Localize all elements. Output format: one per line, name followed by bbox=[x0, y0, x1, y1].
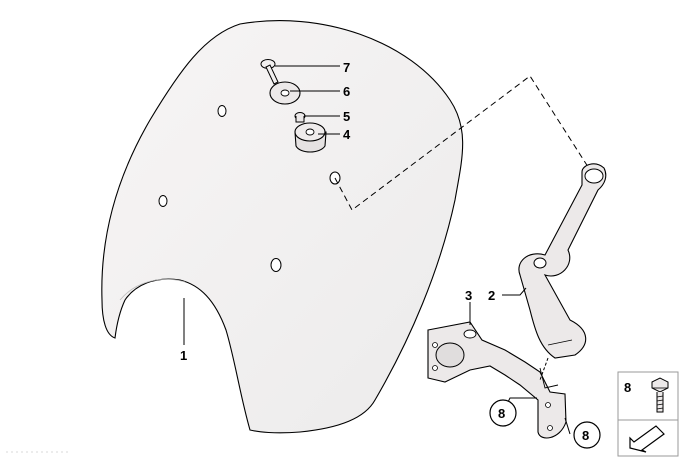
windshield bbox=[101, 20, 464, 434]
callout-7: 7 bbox=[343, 60, 350, 75]
callout-8-circle: 8 bbox=[573, 421, 601, 449]
legend-arrow-box bbox=[617, 419, 679, 457]
callout-6: 6 bbox=[343, 84, 350, 99]
legend-box: 8 bbox=[617, 371, 679, 421]
spacer-part bbox=[294, 112, 306, 123]
callout-8-b: 8 bbox=[582, 428, 589, 443]
callout-8-circle: 8 bbox=[489, 399, 517, 427]
callout-4: 4 bbox=[343, 127, 351, 142]
callout-3: 3 bbox=[465, 288, 472, 303]
bracket-part bbox=[427, 321, 567, 439]
washer-part bbox=[269, 81, 301, 105]
callout-1: 1 bbox=[180, 348, 187, 363]
callout-5: 5 bbox=[343, 109, 350, 124]
windshield-edge-highlight bbox=[119, 278, 186, 301]
arrow-icon bbox=[629, 425, 665, 453]
legend-number-8: 8 bbox=[624, 380, 631, 395]
mounting-hole bbox=[270, 258, 282, 272]
bolt-icon bbox=[651, 377, 669, 413]
callout-2: 2 bbox=[488, 288, 495, 303]
leader-lines bbox=[183, 65, 571, 435]
holder-arm-part bbox=[518, 163, 607, 359]
mounting-hole bbox=[158, 195, 168, 207]
screw-part bbox=[260, 59, 279, 85]
mounting-hole bbox=[217, 105, 227, 117]
grommet-part bbox=[294, 122, 327, 153]
assembly-line bbox=[334, 75, 591, 211]
callout-8-a: 8 bbox=[498, 406, 505, 421]
